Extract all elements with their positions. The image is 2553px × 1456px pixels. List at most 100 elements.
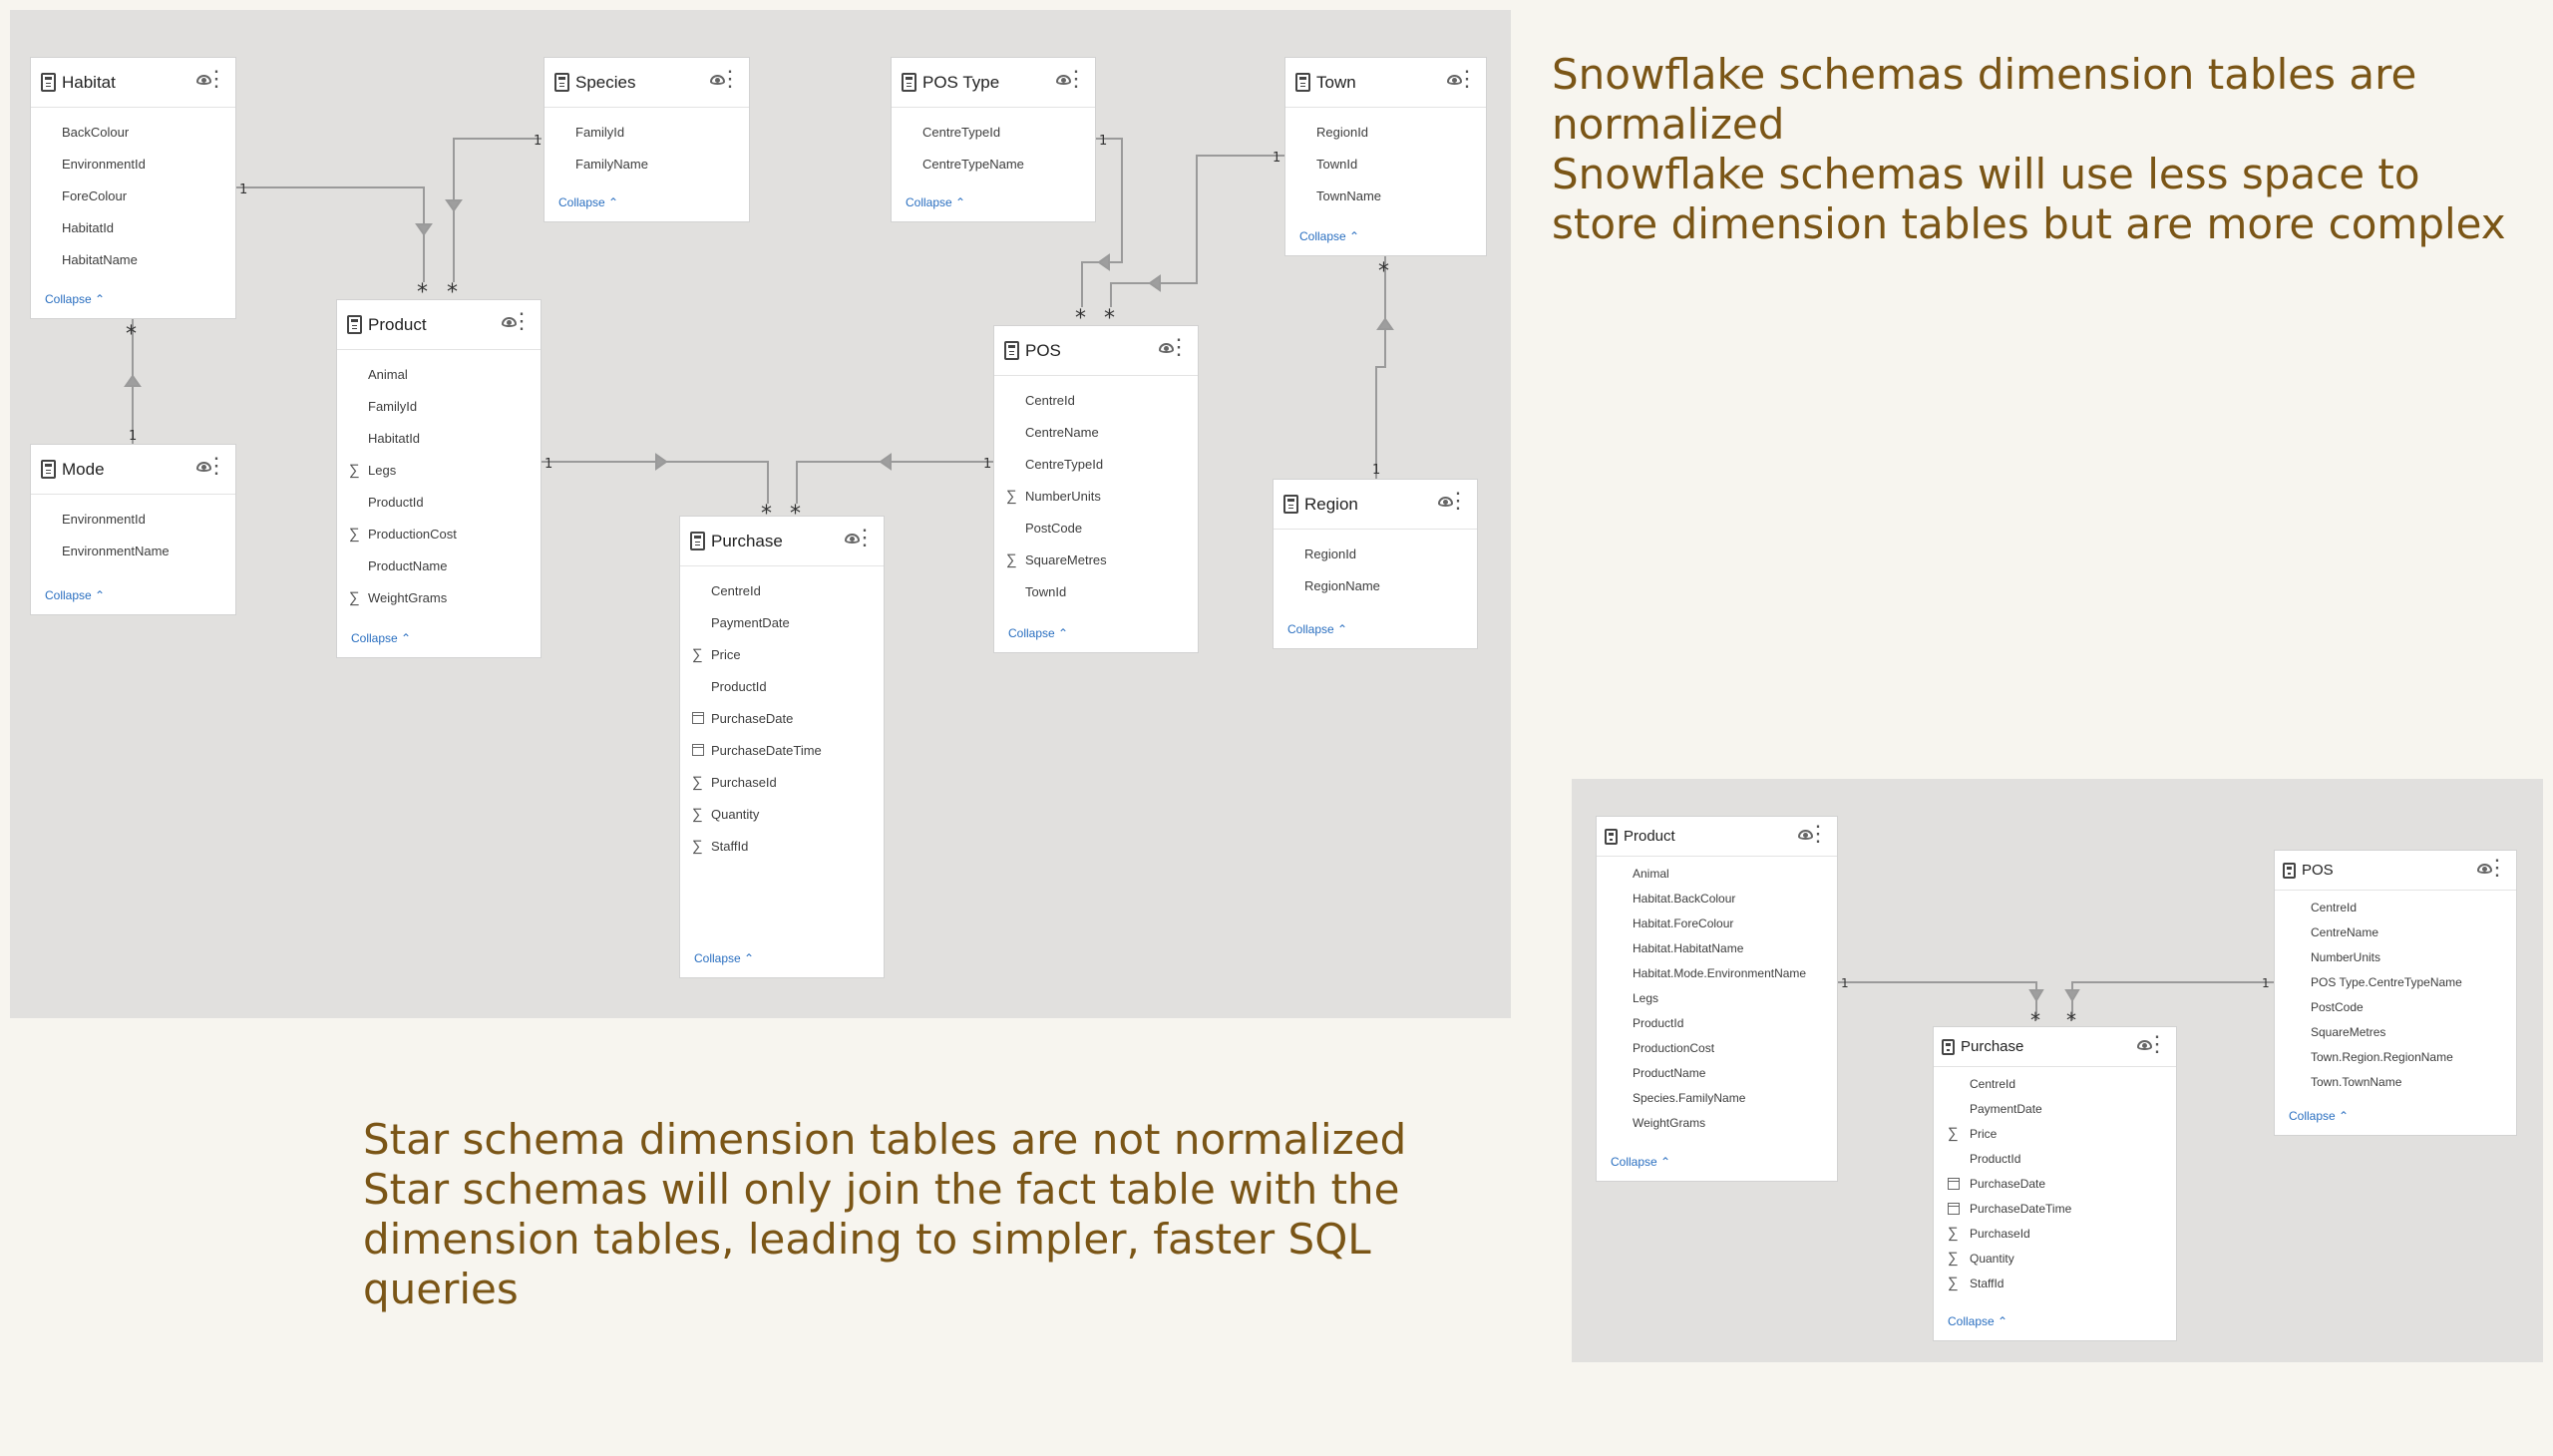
field-productid[interactable]: ProductId bbox=[337, 486, 541, 518]
field-paymentdate[interactable]: PaymentDate bbox=[1934, 1096, 2176, 1121]
more-options-icon[interactable]: ⋮ bbox=[511, 308, 533, 333]
more-options-icon[interactable]: ⋮ bbox=[205, 66, 227, 91]
field-productname[interactable]: ProductName bbox=[337, 549, 541, 581]
field-centretypeid[interactable]: CentreTypeId bbox=[994, 448, 1198, 480]
field-price[interactable]: ∑Price bbox=[1934, 1121, 2176, 1146]
collapse-link[interactable]: Collapse bbox=[1948, 1314, 2007, 1328]
field-townid[interactable]: TownId bbox=[1285, 148, 1486, 180]
field-purchasedatetime[interactable]: PurchaseDateTime bbox=[1934, 1196, 2176, 1221]
field-forecolour[interactable]: ForeColour bbox=[31, 180, 235, 211]
field-animal[interactable]: Animal bbox=[1597, 861, 1837, 886]
table-header[interactable]: Purchase⋮ bbox=[680, 517, 884, 566]
collapse-link[interactable]: Collapse bbox=[2289, 1109, 2349, 1123]
more-options-icon[interactable]: ⋮ bbox=[719, 66, 741, 91]
table-header[interactable]: Region⋮ bbox=[1274, 480, 1477, 530]
field-pos-type-centretypename[interactable]: POS Type.CentreTypeName bbox=[2275, 969, 2516, 994]
field-regionname[interactable]: RegionName bbox=[1274, 569, 1477, 601]
field-animal[interactable]: Animal bbox=[337, 358, 541, 390]
field-town-townname[interactable]: Town.TownName bbox=[2275, 1069, 2516, 1094]
collapse-link[interactable]: Collapse bbox=[694, 951, 754, 965]
field-centrename[interactable]: CentreName bbox=[2275, 919, 2516, 944]
table-header[interactable]: POS⋮ bbox=[994, 326, 1198, 376]
visibility-icon[interactable] bbox=[502, 317, 517, 327]
field-squaremetres[interactable]: ∑SquareMetres bbox=[994, 544, 1198, 575]
visibility-icon[interactable] bbox=[1438, 497, 1453, 507]
visibility-icon[interactable] bbox=[196, 75, 211, 85]
field-environmentname[interactable]: EnvironmentName bbox=[31, 535, 235, 566]
visibility-icon[interactable] bbox=[1056, 75, 1071, 85]
collapse-link[interactable]: Collapse bbox=[45, 292, 105, 306]
field-centreid[interactable]: CentreId bbox=[2275, 895, 2516, 919]
field-townname[interactable]: TownName bbox=[1285, 180, 1486, 211]
field-productid[interactable]: ProductId bbox=[1934, 1146, 2176, 1171]
more-options-icon[interactable]: ⋮ bbox=[1807, 821, 1829, 846]
field-town-region-regionname[interactable]: Town.Region.RegionName bbox=[2275, 1044, 2516, 1069]
table-header[interactable]: POS Type⋮ bbox=[892, 58, 1095, 108]
more-options-icon[interactable]: ⋮ bbox=[2486, 855, 2508, 880]
visibility-icon[interactable] bbox=[1447, 75, 1462, 85]
field-centretypename[interactable]: CentreTypeName bbox=[892, 148, 1095, 180]
field-postcode[interactable]: PostCode bbox=[2275, 994, 2516, 1019]
field-quantity[interactable]: ∑Quantity bbox=[680, 798, 884, 830]
collapse-link[interactable]: Collapse bbox=[351, 631, 411, 645]
field-numberunits[interactable]: NumberUnits bbox=[2275, 944, 2516, 969]
table-header[interactable]: Habitat⋮ bbox=[31, 58, 235, 108]
field-legs[interactable]: Legs bbox=[1597, 985, 1837, 1010]
field-legs[interactable]: ∑Legs bbox=[337, 454, 541, 486]
table-header[interactable]: Species⋮ bbox=[545, 58, 749, 108]
field-postcode[interactable]: PostCode bbox=[994, 512, 1198, 544]
visibility-icon[interactable] bbox=[2477, 864, 2492, 874]
field-paymentdate[interactable]: PaymentDate bbox=[680, 606, 884, 638]
visibility-icon[interactable] bbox=[710, 75, 725, 85]
collapse-link[interactable]: Collapse bbox=[45, 588, 105, 602]
field-weightgrams[interactable]: WeightGrams bbox=[1597, 1110, 1837, 1135]
field-habitatid[interactable]: HabitatId bbox=[31, 211, 235, 243]
field-price[interactable]: ∑Price bbox=[680, 638, 884, 670]
field-productname[interactable]: ProductName bbox=[1597, 1060, 1837, 1085]
visibility-icon[interactable] bbox=[196, 462, 211, 472]
field-purchasedatetime[interactable]: PurchaseDateTime bbox=[680, 734, 884, 766]
more-options-icon[interactable]: ⋮ bbox=[1168, 334, 1190, 359]
field-centreid[interactable]: CentreId bbox=[994, 384, 1198, 416]
field-centretypeid[interactable]: CentreTypeId bbox=[892, 116, 1095, 148]
field-quantity[interactable]: ∑Quantity bbox=[1934, 1246, 2176, 1271]
field-numberunits[interactable]: ∑NumberUnits bbox=[994, 480, 1198, 512]
field-purchaseid[interactable]: ∑PurchaseId bbox=[680, 766, 884, 798]
field-staffid[interactable]: ∑StaffId bbox=[1934, 1271, 2176, 1295]
field-familyname[interactable]: FamilyName bbox=[545, 148, 749, 180]
more-options-icon[interactable]: ⋮ bbox=[205, 453, 227, 478]
field-habitat-mode-environmentname[interactable]: Habitat.Mode.EnvironmentName bbox=[1597, 960, 1837, 985]
table-header[interactable]: Town⋮ bbox=[1285, 58, 1486, 108]
field-environmentid[interactable]: EnvironmentId bbox=[31, 503, 235, 535]
collapse-link[interactable]: Collapse bbox=[558, 195, 618, 209]
field-habitat-backcolour[interactable]: Habitat.BackColour bbox=[1597, 886, 1837, 910]
field-centrename[interactable]: CentreName bbox=[994, 416, 1198, 448]
field-productid[interactable]: ProductId bbox=[1597, 1010, 1837, 1035]
table-header[interactable]: Product⋮ bbox=[1597, 817, 1837, 857]
visibility-icon[interactable] bbox=[2137, 1040, 2152, 1050]
more-options-icon[interactable]: ⋮ bbox=[2146, 1031, 2168, 1056]
field-squaremetres[interactable]: SquareMetres bbox=[2275, 1019, 2516, 1044]
collapse-link[interactable]: Collapse bbox=[1008, 626, 1068, 640]
visibility-icon[interactable] bbox=[1798, 830, 1813, 840]
field-productioncost[interactable]: ∑ProductionCost bbox=[337, 518, 541, 549]
field-regionid[interactable]: RegionId bbox=[1285, 116, 1486, 148]
table-header[interactable]: Product⋮ bbox=[337, 300, 541, 350]
visibility-icon[interactable] bbox=[845, 534, 860, 544]
more-options-icon[interactable]: ⋮ bbox=[1447, 488, 1469, 513]
collapse-link[interactable]: Collapse bbox=[906, 195, 965, 209]
field-productioncost[interactable]: ProductionCost bbox=[1597, 1035, 1837, 1060]
collapse-link[interactable]: Collapse bbox=[1611, 1155, 1670, 1169]
